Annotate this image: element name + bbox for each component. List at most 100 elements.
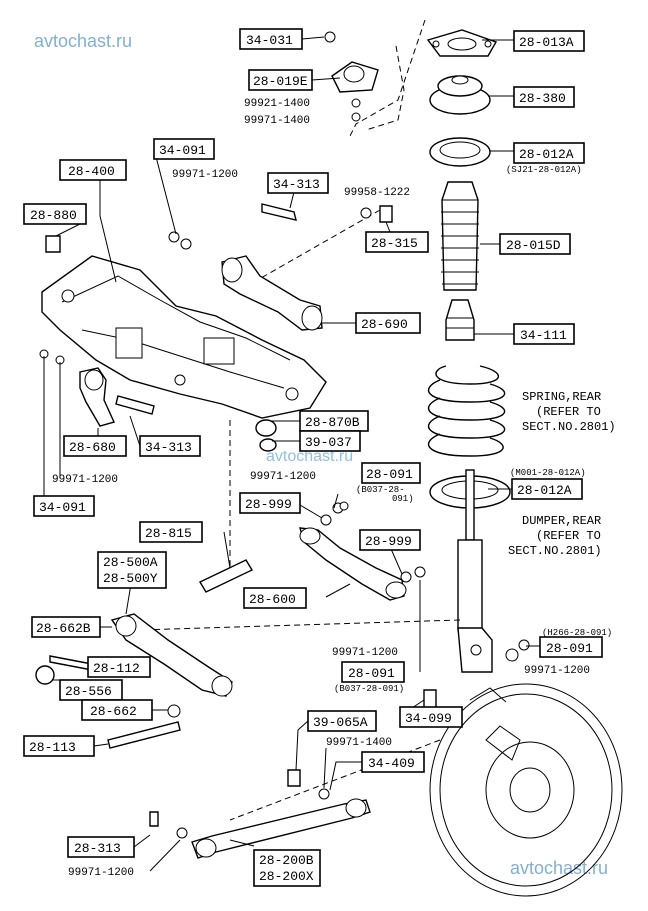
label-34-091-top: 34-091 <box>159 143 206 158</box>
washer-part <box>339 501 349 511</box>
lower-arm-part <box>110 613 233 697</box>
wheel-hub-part <box>429 683 623 897</box>
subref-b037-a: (B037-28- <box>356 485 405 495</box>
partnum-99971-1200-low: 99971-1200 <box>332 647 398 659</box>
partnum-99971-1200-left: 99971-1200 <box>52 474 118 486</box>
label-28-870B: 28-870B <box>305 415 360 430</box>
washer-part <box>318 788 330 800</box>
note-spring-line2: (REFER TO <box>536 405 601 419</box>
label-28-091-mid: 28-091 <box>366 467 413 482</box>
mount-plate-part <box>426 29 498 57</box>
label-34-091-left: 34-091 <box>39 500 86 515</box>
label-28-091-low: 28-091 <box>348 666 395 681</box>
bolt-part <box>149 811 159 827</box>
bushing-part <box>45 235 61 253</box>
label-28-091-right: 28-091 <box>546 641 593 656</box>
lateral-link-part <box>191 798 371 859</box>
washer-part <box>167 704 181 718</box>
dust-boot-part <box>441 181 479 291</box>
partnum-99971-1200-right: 99971-1200 <box>524 665 590 677</box>
watermark-bottom-right: avtochast.ru <box>510 858 608 878</box>
guide-line <box>365 45 405 131</box>
label-34-099: 34-099 <box>405 711 452 726</box>
bolt-part <box>49 655 93 671</box>
trailing-link-part <box>299 527 407 601</box>
bump-stop-part <box>445 299 475 341</box>
label-39-037: 39-037 <box>305 435 352 450</box>
washer-part <box>414 566 426 578</box>
label-28-380: 28-380 <box>519 91 566 106</box>
partnum-99971-1200-bottom: 99971-1200 <box>68 867 134 879</box>
partnum-99971-1400-low: 99971-1400 <box>326 737 392 749</box>
subref-b037-b: 091) <box>392 494 414 504</box>
label-28-012A-top: 28-012A <box>519 147 574 162</box>
label-28-200B: 28-200B <box>259 853 314 868</box>
watermark-top-left: avtochast.ru <box>34 31 132 51</box>
label-39-065A: 39-065A <box>313 715 368 730</box>
label-28-012A-mid: 28-012A <box>517 483 572 498</box>
partnum-99971-1200-top: 99971-1200 <box>172 169 238 181</box>
label-28-662B: 28-662B <box>36 621 91 636</box>
guide-line <box>239 209 381 291</box>
label-34-313-mid: 34-313 <box>145 440 192 455</box>
label-28-690: 28-690 <box>361 317 408 332</box>
subref-h266: (H266-28-091) <box>542 628 612 638</box>
bracket-part <box>39 349 115 427</box>
label-28-112: 28-112 <box>93 661 140 676</box>
note-spring-line1: SPRING,REAR <box>522 390 601 404</box>
cap-part <box>35 665 55 685</box>
label-28-556: 28-556 <box>65 684 112 699</box>
subref-sj21: (SJ21-28-012A) <box>506 165 582 175</box>
rod-part <box>199 559 253 593</box>
guide-line <box>349 19 426 137</box>
bolt-part <box>261 203 297 221</box>
label-28-680: 28-680 <box>69 440 116 455</box>
washer-part <box>518 639 530 651</box>
label-28-880: 28-880 <box>30 208 77 223</box>
label-28-500A: 28-500A <box>103 555 158 570</box>
watermark-center: avtochast.ru <box>266 448 353 465</box>
bolt-part <box>107 721 181 749</box>
label-28-400: 28-400 <box>68 164 115 179</box>
damper-part <box>457 469 493 673</box>
label-28-662: 28-662 <box>90 704 137 719</box>
guide-line <box>229 739 441 821</box>
upper-mount-part <box>324 31 379 122</box>
subref-m001: (M001-28-012A) <box>510 468 586 478</box>
crossmember-part <box>41 255 327 419</box>
washer-part <box>360 207 372 219</box>
strut-mount-part <box>429 75 491 115</box>
guide-line <box>139 619 461 631</box>
upper-arm-part <box>221 255 323 331</box>
partnum-99958-1222: 99958-1222 <box>344 187 410 199</box>
bushing-part <box>255 419 277 452</box>
spring-seat-top-part <box>429 137 491 167</box>
washer-part <box>400 571 412 583</box>
note-spring-line3: SECT.NO.2801) <box>522 420 616 434</box>
partnum-99971-1400-top: 99971-1400 <box>244 115 310 127</box>
bolt-part <box>115 395 155 415</box>
note-damper-line2: (REFER TO <box>536 529 601 543</box>
coil-spring-part <box>427 365 506 457</box>
label-28-313: 28-313 <box>74 841 121 856</box>
washer-part <box>320 514 332 526</box>
bolt-part <box>379 205 393 223</box>
label-28-999-right: 28-999 <box>365 534 412 549</box>
label-28-013A: 28-013A <box>519 35 574 50</box>
bolt-part <box>423 689 437 709</box>
note-damper-line3: SECT.NO.2801) <box>508 544 602 558</box>
label-34-111: 34-111 <box>520 328 567 343</box>
label-28-200X: 28-200X <box>259 869 314 884</box>
partnum-99971-1200-mid: 99971-1200 <box>250 471 316 483</box>
label-28-600: 28-600 <box>249 592 296 607</box>
note-damper-line1: DUMPER,REAR <box>522 514 601 528</box>
label-28-999-left: 28-999 <box>245 497 292 512</box>
washer-part <box>505 648 519 662</box>
label-28-019E: 28-019E <box>253 74 308 89</box>
label-28-815: 28-815 <box>145 526 192 541</box>
label-28-315: 28-315 <box>371 236 418 251</box>
bolt-part <box>287 769 301 787</box>
label-28-015D: 28-015D <box>506 238 561 253</box>
label-28-500Y: 28-500Y <box>103 571 158 586</box>
